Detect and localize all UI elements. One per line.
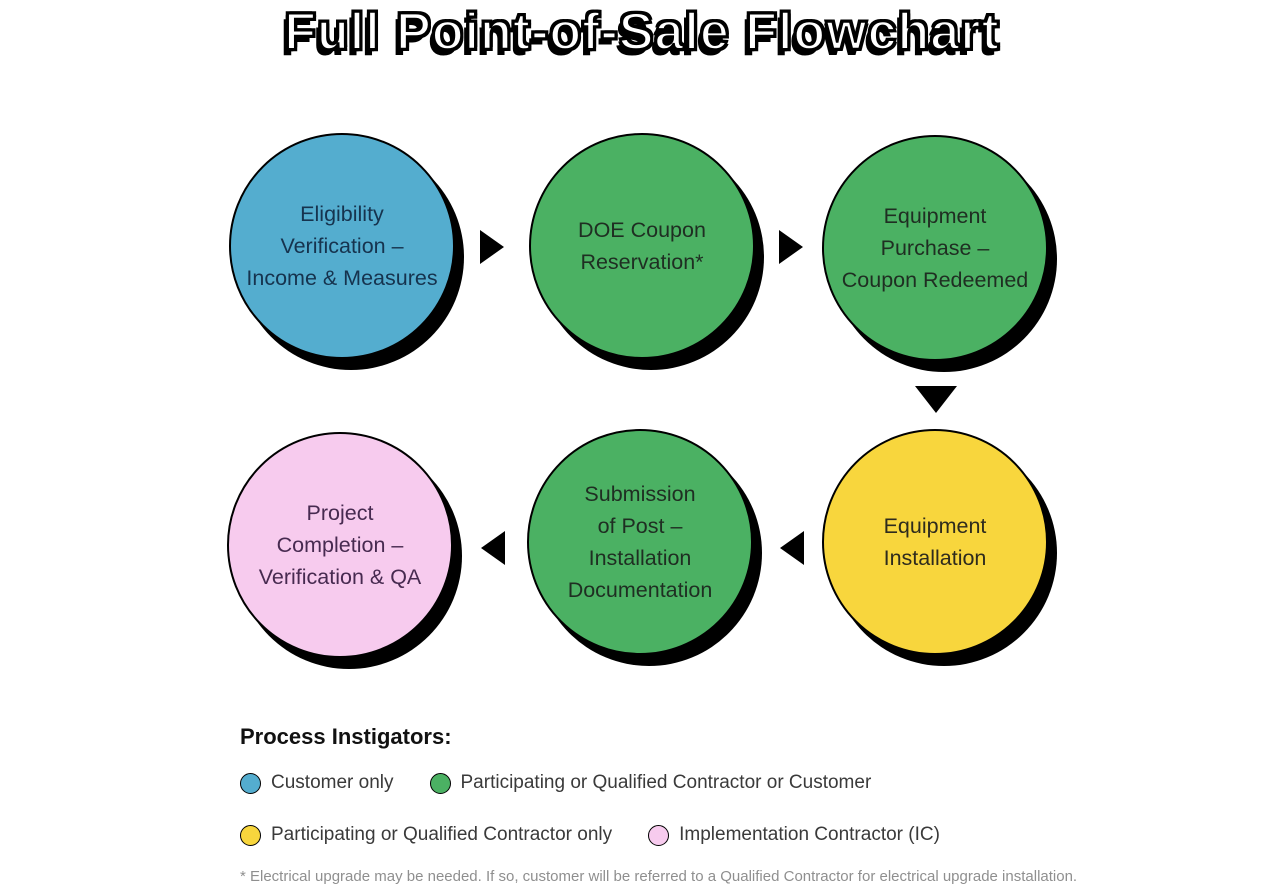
arrow-left-icon bbox=[481, 531, 505, 565]
arrow-left-icon bbox=[780, 531, 804, 565]
legend-row-2: Participating or Qualified Contractor on… bbox=[240, 824, 1140, 846]
legend-item-label: Customer only bbox=[271, 772, 394, 793]
arrow-right-icon bbox=[480, 230, 504, 264]
arrow-right-icon bbox=[779, 230, 803, 264]
footnote: * Electrical upgrade may be needed. If s… bbox=[240, 868, 1078, 885]
legend-item-implementation-contractor: Implementation Contractor (IC) bbox=[648, 824, 940, 846]
legend-item-label: Implementation Contractor (IC) bbox=[679, 824, 940, 845]
legend-heading: Process Instigators: bbox=[240, 724, 452, 749]
node-project-completion: Project Completion – Verification & QA bbox=[227, 432, 453, 658]
node-submission-post-installation: Submission of Post – Installation Docume… bbox=[527, 429, 753, 655]
yellow-swatch-icon bbox=[240, 824, 261, 846]
legend-item-participating-or-customer: Participating or Qualified Contractor or… bbox=[429, 772, 872, 794]
legend-item-label: Participating or Qualified Contractor on… bbox=[271, 824, 613, 845]
legend-item-customer-only: Customer only bbox=[240, 772, 394, 794]
legend: Process Instigators: Customer only Parti… bbox=[240, 724, 1140, 876]
page-title: Full Point-of-Sale Flowchart bbox=[283, 2, 1000, 63]
arrow-down-icon bbox=[915, 386, 957, 413]
node-equipment-installation: Equipment Installation bbox=[822, 429, 1048, 655]
legend-row-1: Customer only Participating or Qualified… bbox=[240, 772, 1140, 794]
node-eligibility-verification: Eligibility Verification – Income & Meas… bbox=[229, 133, 455, 359]
blue-swatch-icon bbox=[240, 772, 261, 794]
pink-swatch-icon bbox=[648, 824, 670, 846]
legend-item-label: Participating or Qualified Contractor or… bbox=[460, 772, 872, 793]
legend-item-participating-only: Participating or Qualified Contractor on… bbox=[240, 824, 612, 846]
node-equipment-purchase: Equipment Purchase – Coupon Redeemed bbox=[822, 135, 1048, 361]
green-swatch-icon bbox=[429, 772, 451, 794]
node-doe-coupon-reservation: DOE Coupon Reservation* bbox=[529, 133, 755, 359]
